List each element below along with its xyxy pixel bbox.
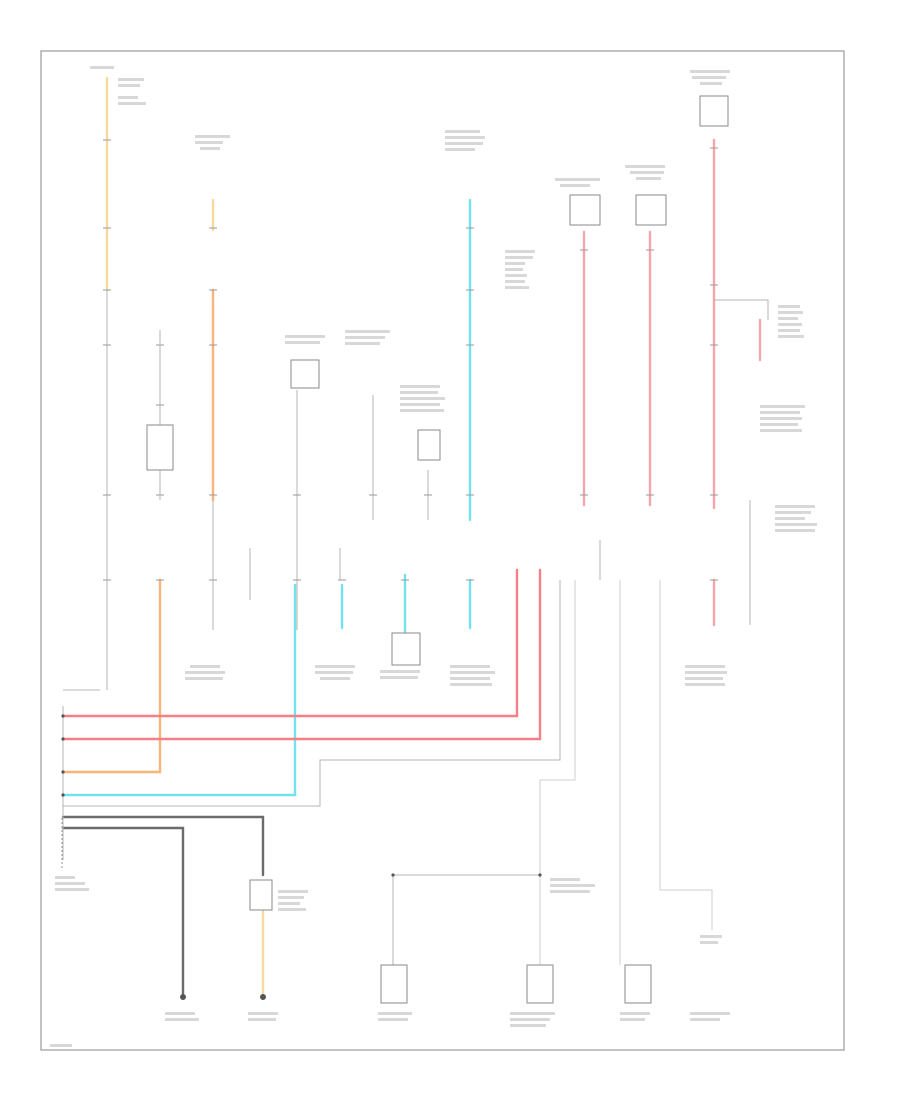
- components: [146, 95, 729, 1004]
- splices: [61, 714, 542, 1000]
- connector-block: [526, 964, 554, 1004]
- splice-dot: [61, 737, 65, 741]
- splice-dot: [61, 793, 65, 797]
- wire-thin-gray: [61, 299, 769, 965]
- faint-label-marks: [50, 66, 817, 1047]
- splice-dot: [61, 770, 65, 774]
- connector-block: [417, 429, 441, 461]
- diagram-frame: [40, 50, 845, 1051]
- ground-symbol: [260, 994, 266, 1000]
- wire-red: [61, 138, 762, 741]
- connector-block: [290, 359, 320, 389]
- wire-cyan: [61, 198, 472, 797]
- connector-block: [699, 95, 729, 127]
- connector-block: [624, 964, 652, 1004]
- splice-dot: [61, 714, 65, 718]
- connector-block: [380, 964, 408, 1004]
- wire-orange: [61, 198, 215, 774]
- connector-ticks: [103, 139, 718, 581]
- connector-block: [569, 194, 601, 226]
- connector-block: [146, 424, 174, 471]
- splice-dot: [391, 873, 395, 877]
- connector-block: [635, 194, 667, 226]
- connector-block: [249, 879, 273, 911]
- ground-symbol: [180, 994, 186, 1000]
- splice-dot: [538, 873, 542, 877]
- wire-dark-ground: [61, 815, 265, 997]
- connector-block: [391, 632, 421, 666]
